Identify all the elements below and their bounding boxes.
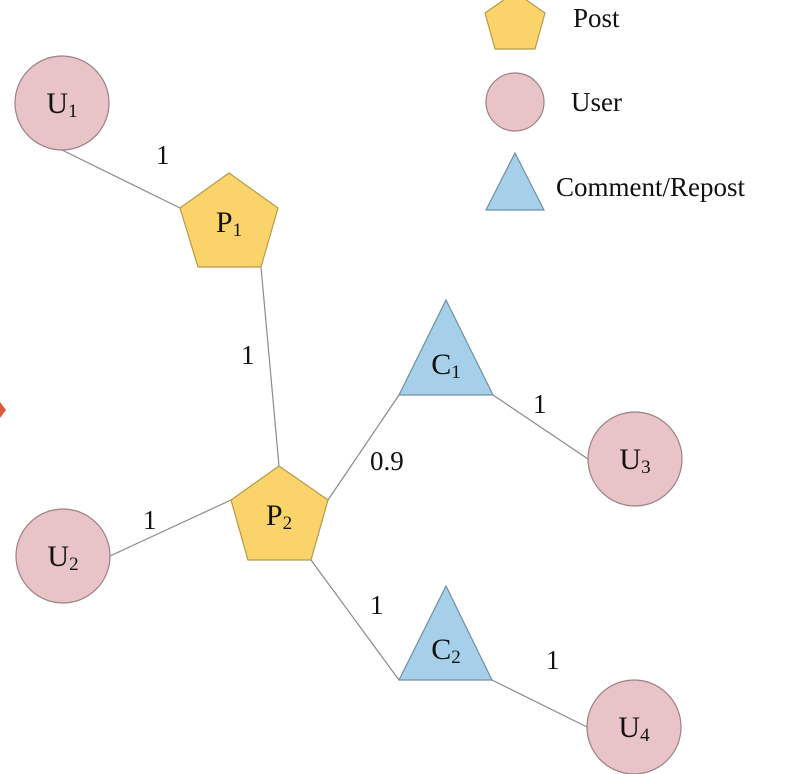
node-subscript: 2 — [451, 647, 461, 668]
node-letter: P — [266, 499, 283, 532]
node-letter: U — [47, 540, 69, 573]
user-circle-icon — [15, 508, 111, 604]
node-letter: U — [619, 443, 641, 476]
edge-weight-p1-p2: 1 — [241, 340, 255, 370]
post-pentagon-icon — [484, 0, 546, 50]
node-subscript: 1 — [233, 220, 243, 241]
edge-c2-u4 — [491, 679, 588, 728]
node-label: C2 — [431, 633, 461, 668]
node-subscript: 1 — [451, 362, 461, 383]
node-p1: P1 — [179, 172, 279, 268]
legend: Post User Comment/Repost — [484, 0, 745, 211]
edges — [61, 149, 589, 728]
edge-p1-p2 — [260, 266, 280, 467]
user-circle-icon — [587, 411, 683, 507]
user-circle-icon — [586, 679, 682, 774]
node-label: U4 — [618, 711, 650, 746]
legend-item-user: User — [485, 72, 622, 132]
edge-p2-c1 — [327, 394, 400, 501]
edge-weight-c2-u4: 1 — [546, 645, 560, 675]
node-subscript: 4 — [640, 725, 650, 746]
comment-triangle-icon — [398, 298, 494, 396]
edge-p2-c2 — [310, 559, 400, 681]
node-u4: U4 — [586, 679, 682, 774]
edge-weight-u2-p2: 1 — [143, 505, 157, 535]
legend-label-user: User — [571, 87, 622, 117]
node-letter: U — [46, 87, 68, 120]
post-pentagon-icon — [179, 172, 279, 268]
node-label: U1 — [46, 87, 77, 122]
user-circle-icon — [485, 72, 545, 132]
legend-label-post: Post — [573, 3, 620, 33]
legend-item-post: Post — [484, 0, 620, 50]
node-label: P1 — [216, 206, 242, 241]
node-label: C1 — [431, 348, 461, 383]
edge-weight-u1-p1: 1 — [156, 140, 170, 170]
node-letter: C — [431, 633, 451, 666]
comment-triangle-icon — [398, 584, 493, 681]
edge-c1-u3 — [492, 394, 589, 460]
edge-weight-p2-c2: 1 — [370, 590, 384, 620]
node-c2: C2 — [398, 584, 493, 681]
node-subscript: 3 — [641, 457, 651, 478]
post-pentagon-icon — [230, 465, 329, 561]
node-subscript: 1 — [68, 101, 78, 122]
node-u1: U1 — [14, 55, 110, 151]
edge-u1-p1 — [61, 149, 181, 209]
node-subscript: 2 — [283, 513, 293, 534]
node-p2: P2 — [230, 465, 329, 561]
edge-labels: 1 1 1 0.9 1 1 1 — [143, 140, 560, 675]
node-label: P2 — [266, 499, 292, 534]
node-subscript: 2 — [69, 554, 79, 575]
node-letter: C — [431, 348, 451, 381]
node-label: U3 — [619, 443, 650, 478]
edge-weight-p2-c1: 0.9 — [370, 446, 404, 476]
node-letter: U — [618, 711, 640, 744]
legend-item-comment: Comment/Repost — [485, 151, 745, 211]
legend-label-comment: Comment/Repost — [556, 172, 745, 202]
node-c1: C1 — [398, 298, 494, 396]
edge-weight-c1-u3: 1 — [533, 389, 547, 419]
arrow-fragment-icon — [0, 402, 6, 418]
node-u3: U3 — [587, 411, 683, 507]
user-circle-icon — [14, 55, 110, 151]
edge-u2-p2 — [109, 499, 232, 557]
node-u2: U2 — [15, 508, 111, 604]
comment-triangle-icon — [485, 151, 545, 211]
node-letter: P — [216, 206, 233, 239]
node-label: U2 — [47, 540, 78, 575]
